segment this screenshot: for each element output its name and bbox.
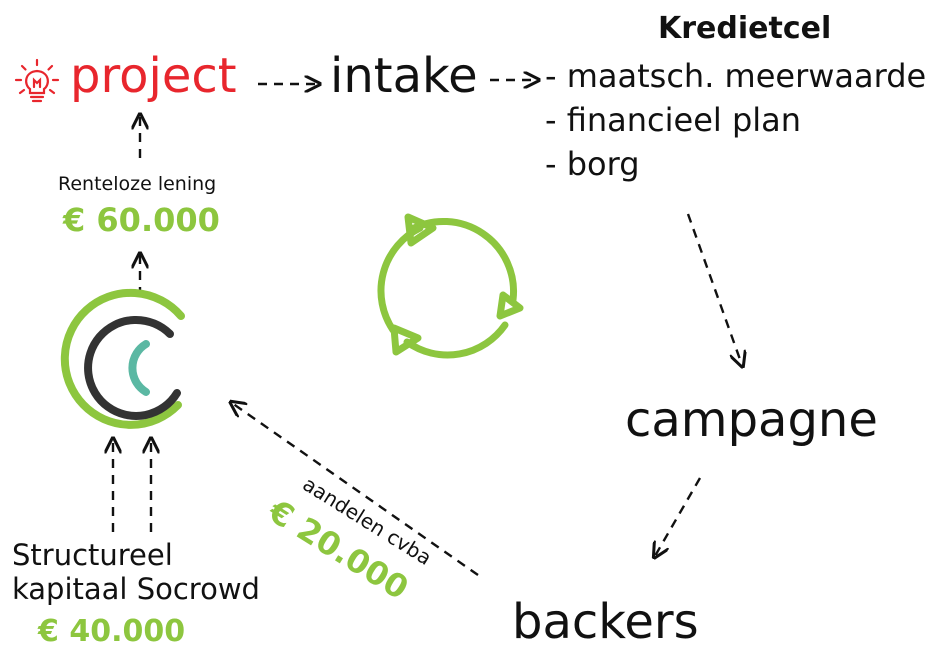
kredietcel-title: Kredietcel [658,11,832,46]
capital-amount: € 40.000 [38,614,186,649]
arrow-campagne-to-backers [655,477,702,556]
kredietcel-item-2: - financieel plan [545,101,802,139]
socrowd-logo-icon [60,288,185,429]
kredietcel-item-3: - borg [545,145,640,183]
project-label: project [70,48,237,104]
arrow-kredietcel-to-campagne [686,213,742,365]
loan-label: Renteloze lening [58,173,217,195]
loan-amount: € 60.000 [63,201,220,239]
lightbulb-icon [12,56,62,106]
structureel-line-1: Structureel [12,538,173,572]
kredietcel-item-1: - maatsch. meerwaarde [545,57,927,95]
intake-label: intake [330,48,478,104]
backers-label: backers [512,594,699,650]
cycle-arrows-icon [377,213,524,359]
arrow-backers-to-socrowd [232,403,479,576]
structureel-line-2: kapitaal Socrowd [12,572,260,606]
campagne-label: campagne [625,392,878,448]
